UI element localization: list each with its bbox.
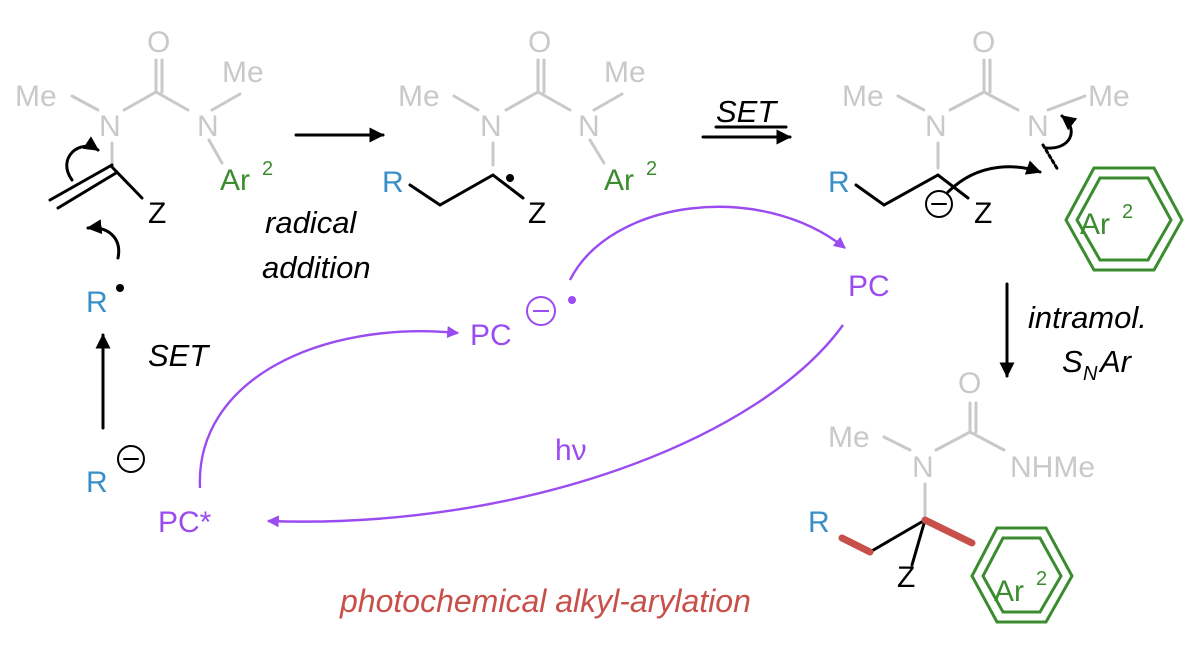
svg-text:intramol.: intramol. — [1028, 300, 1147, 335]
carbonyl-oxygen: O — [958, 367, 981, 400]
alkyl-radical: R — [86, 284, 124, 319]
pc-radical-to-ground-arrow — [568, 205, 846, 281]
svg-text:R: R — [86, 286, 108, 319]
substrate-molecule: O Me N N Me Ar 2 Z — [15, 26, 273, 260]
set-label-top: SET — [716, 94, 778, 129]
svg-text:PC: PC — [470, 319, 512, 352]
substituent-z: Z — [528, 197, 546, 230]
methyl-right: Me — [1088, 80, 1130, 113]
svg-text:Ar: Ar — [220, 164, 250, 197]
nitrogen-left: N — [912, 451, 934, 484]
substituent-z: Z — [974, 197, 992, 230]
svg-text:N: N — [1083, 363, 1098, 385]
methyl-left: Me — [842, 80, 884, 113]
aryl-ring: Ar 2 — [1064, 166, 1184, 272]
photocatalyst-excited: PC* — [158, 506, 212, 539]
product-molecule: O Me N NHMe R Z Ar 2 — [808, 367, 1095, 624]
svg-text:R: R — [86, 466, 108, 499]
radical-dot — [116, 284, 124, 292]
radical-intermediate: O Me N N Me Ar 2 R Z — [382, 26, 657, 230]
svg-text:Ar: Ar — [1080, 208, 1110, 241]
nitrogen-left: N — [925, 110, 947, 143]
radical-dot — [506, 174, 514, 182]
set-label-left: SET — [148, 338, 210, 373]
snar-label: intramol. S N Ar — [1028, 300, 1147, 385]
svg-text:Ar: Ar — [994, 575, 1024, 608]
substituent-z: Z — [148, 197, 166, 230]
radical-dot — [568, 296, 576, 304]
nitrogen-right: N — [1027, 110, 1049, 143]
substituent-z: Z — [897, 561, 915, 594]
methyl-left: Me — [398, 80, 440, 113]
hv-label: hν — [555, 434, 587, 467]
svg-text:Ar: Ar — [1098, 344, 1133, 379]
svg-text:2: 2 — [1122, 201, 1133, 223]
methyl-right: Me — [604, 56, 646, 89]
svg-text:2: 2 — [646, 158, 657, 180]
pc-excitation-to-radical-arrow — [198, 326, 460, 489]
radical-addition-label: radical addition — [262, 205, 371, 285]
methyl-left: Me — [15, 80, 57, 113]
aryl-group: Ar 2 — [220, 158, 273, 197]
methyl-left: Me — [828, 421, 870, 454]
nitrogen-right: N — [197, 110, 219, 143]
svg-text:S: S — [1062, 344, 1083, 379]
svg-text:Ar: Ar — [604, 164, 634, 197]
carbonyl-oxygen: O — [972, 26, 995, 59]
aryl-group: Ar 2 — [604, 158, 657, 197]
aryl-ring: Ar 2 — [970, 526, 1074, 624]
carbanion-intermediate: O Me N N Me R Z Ar 2 — [828, 26, 1184, 272]
svg-text:2: 2 — [1036, 568, 1047, 590]
carbanion-precursor: R — [86, 445, 145, 499]
nitrogen-left: N — [480, 110, 502, 143]
nitrogen-right: N — [578, 110, 600, 143]
r-group: R — [828, 166, 850, 199]
scheme-title: photochemical alkyl-arylation — [339, 583, 751, 619]
r-group: R — [382, 166, 404, 199]
photocatalyst-ground: PC — [848, 270, 890, 303]
svg-text:2: 2 — [262, 158, 273, 180]
nitrogen-left: N — [99, 110, 121, 143]
nhme-group: NHMe — [1010, 451, 1095, 484]
carbonyl-oxygen: O — [528, 26, 551, 59]
svg-text:addition: addition — [262, 250, 371, 285]
methyl-right: Me — [222, 56, 264, 89]
photocatalyst-radical-anion: PC — [470, 296, 576, 352]
carbonyl-oxygen: O — [147, 26, 170, 59]
r-group: R — [808, 506, 830, 539]
svg-text:radical: radical — [265, 205, 357, 240]
pc-light-absorption-arrow — [266, 324, 844, 528]
